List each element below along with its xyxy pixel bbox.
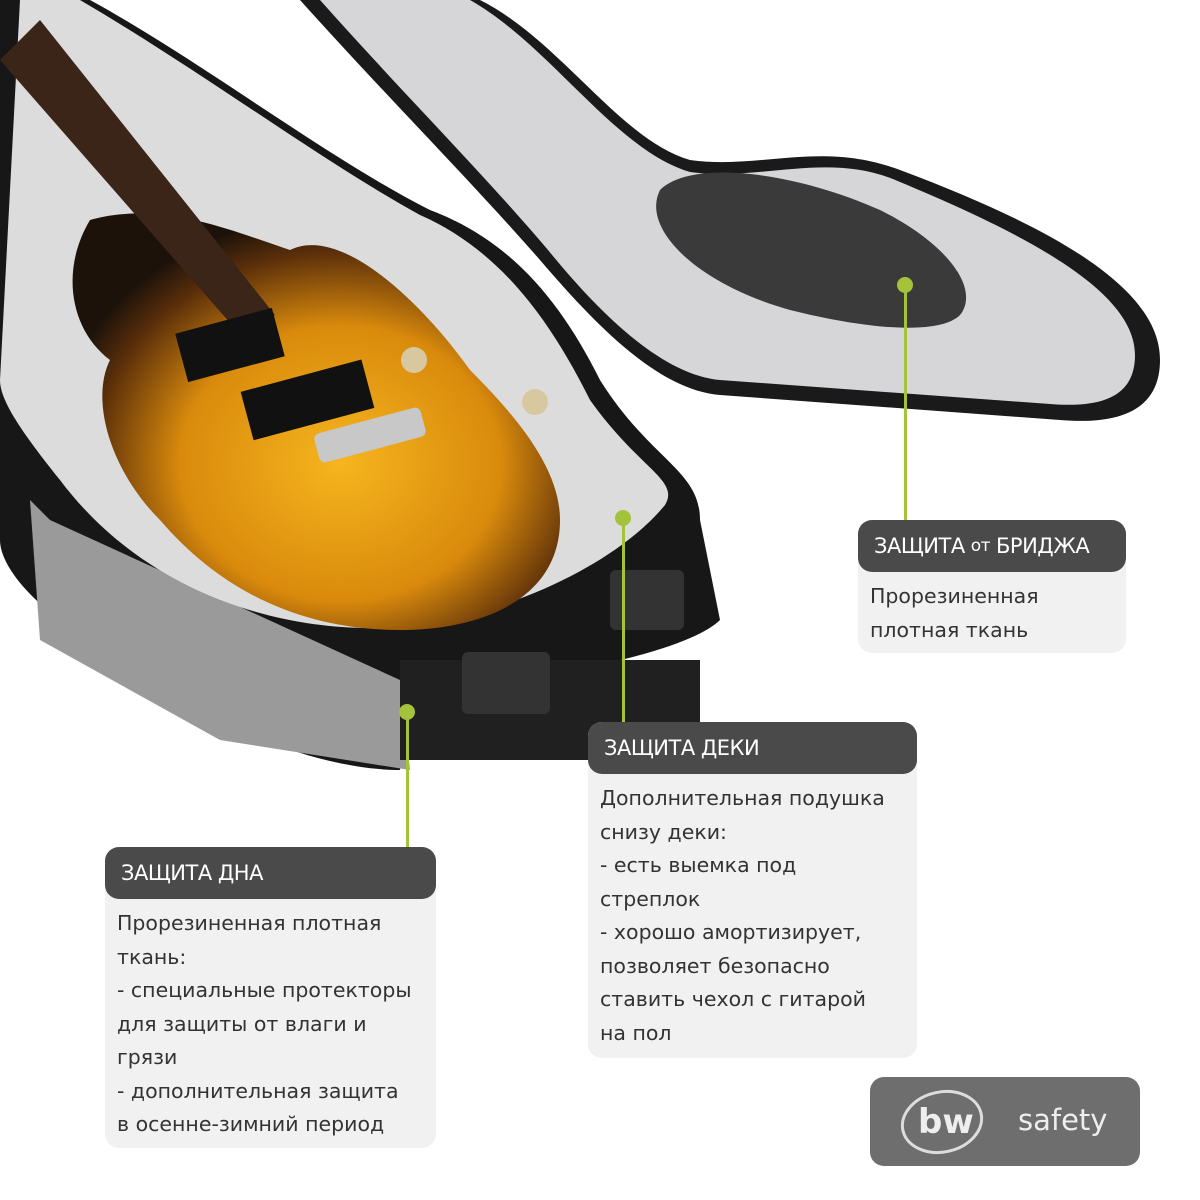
logo-wordmark: safety bbox=[1018, 1103, 1108, 1137]
callout-body: Прорезиненная плотная ткань bbox=[870, 584, 1039, 642]
deck-marker-dot bbox=[615, 510, 631, 526]
svg-text:bw: bw bbox=[918, 1102, 974, 1142]
bridge-marker-dot bbox=[897, 277, 913, 293]
bottom-leader-line bbox=[406, 717, 409, 848]
callout-bottom-protection: ЗАЩИТА ДНА Прорезиненная плотная ткань: … bbox=[105, 847, 436, 1148]
callout-title: ЗАЩИТА ДНА bbox=[105, 847, 436, 899]
callout-deck-protection: ЗАЩИТА ДЕКИ Дополнительная подушка снизу… bbox=[588, 722, 917, 1058]
callout-bridge-protection: ЗАЩИТА от БРИДЖА Прорезиненная плотная т… bbox=[858, 520, 1126, 653]
title-part: ЗАЩИТА bbox=[874, 534, 965, 558]
bridge-leader-line bbox=[904, 290, 907, 522]
bottom-marker-dot bbox=[399, 704, 415, 720]
callout-body: Дополнительная подушка снизу деки: - ест… bbox=[600, 786, 885, 1045]
title-part: БРИДЖА bbox=[996, 534, 1090, 558]
bw-logo-icon: bw bbox=[900, 1089, 984, 1155]
callout-title: ЗАЩИТА ДЕКИ bbox=[588, 722, 917, 774]
deck-leader-line bbox=[622, 523, 625, 723]
title-part: от bbox=[970, 536, 991, 556]
callout-body: Прорезиненная плотная ткань: - специальн… bbox=[117, 911, 412, 1136]
callout-title: ЗАЩИТА от БРИДЖА bbox=[858, 520, 1126, 572]
brand-logo: bw safety bbox=[870, 1077, 1140, 1166]
